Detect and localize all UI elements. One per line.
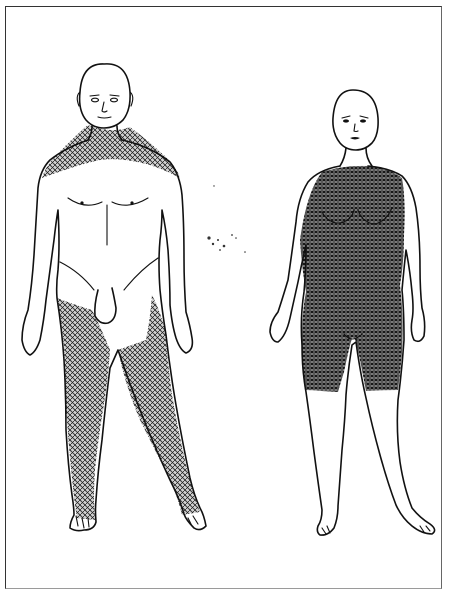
male-left-nipple — [80, 201, 83, 204]
female-right-eye — [360, 119, 366, 122]
male-genitals — [95, 288, 116, 323]
male-right-eye — [111, 98, 118, 102]
male-mouth — [98, 117, 111, 118]
female-figure — [270, 90, 435, 535]
male-left-eye — [92, 98, 99, 102]
male-right-toes — [188, 516, 198, 526]
scan-speckles — [207, 185, 245, 253]
female-nose — [354, 124, 358, 132]
male-eyebrows — [90, 95, 119, 96]
female-head — [333, 90, 378, 150]
male-shaded-right-leg — [118, 295, 200, 515]
female-eyebrows — [342, 116, 368, 118]
male-figure — [22, 64, 206, 531]
male-shaded-left-leg — [57, 298, 110, 520]
male-right-nipple — [130, 201, 133, 204]
male-nose — [102, 102, 107, 112]
female-left-eye — [343, 119, 349, 122]
male-chest-line — [68, 198, 148, 205]
male-hip-lines — [60, 258, 158, 290]
female-mouth — [350, 137, 360, 140]
female-shaded-torso-thighs — [300, 166, 405, 392]
